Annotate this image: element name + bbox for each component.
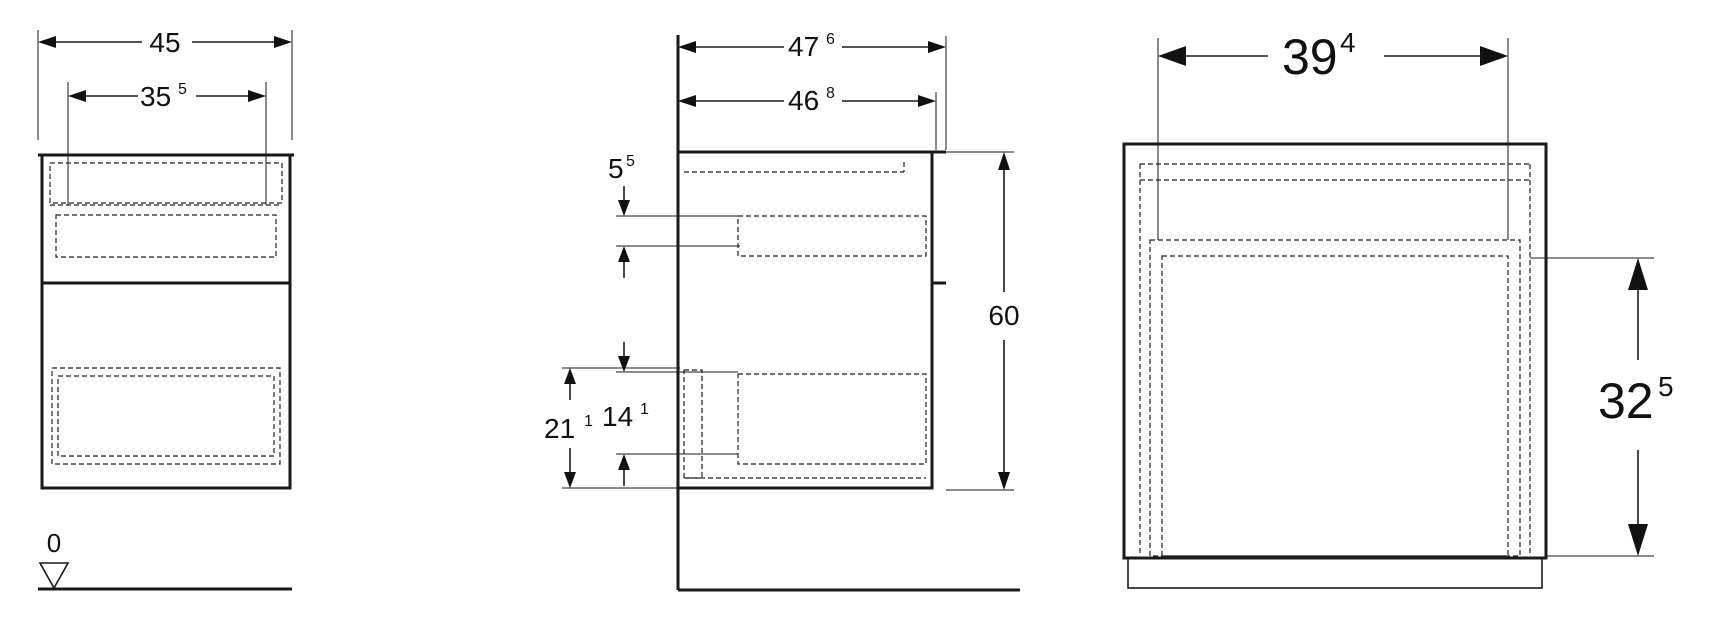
front-upper-inner-dash bbox=[49, 162, 283, 204]
dim-325-arrow-bottom bbox=[1628, 524, 1648, 556]
drawer-front-plinth bbox=[1127, 557, 1543, 589]
dim-55-sup: 5 bbox=[626, 153, 635, 170]
dim-60-arrow-bottom bbox=[998, 472, 1010, 490]
front-lower-inner-dash bbox=[57, 375, 275, 457]
dim-141-label: 14 bbox=[602, 401, 633, 432]
dim-468-label: 46 bbox=[788, 85, 819, 116]
side-lower-back-dash bbox=[683, 369, 703, 479]
front-upper-drawer-dash bbox=[55, 214, 277, 258]
dim-476-arrow-right bbox=[928, 41, 946, 53]
dim-211-label: 21 bbox=[544, 413, 575, 444]
side-view: 47 6 46 8 60 5 5 bbox=[544, 31, 1020, 592]
dim-476-sup: 6 bbox=[826, 31, 835, 48]
dim-45-label: 45 bbox=[149, 27, 180, 58]
dim-394-sup: 4 bbox=[1340, 27, 1356, 58]
dim-55-arrow-bottom bbox=[618, 246, 630, 262]
dim-211-arrow-top bbox=[564, 368, 576, 384]
dim-141-arrow-top bbox=[618, 356, 630, 372]
dim-45-arrow-right bbox=[274, 36, 292, 48]
dim-60-label: 60 bbox=[988, 300, 1019, 331]
dim-60-arrow-top bbox=[998, 152, 1010, 170]
side-lower-drawer-dash bbox=[737, 373, 927, 465]
drawer-inner-dash-inner bbox=[1161, 255, 1509, 557]
side-upper-drawer-dash bbox=[737, 215, 927, 257]
dim-211-sup: 1 bbox=[584, 413, 593, 430]
dim-355-label: 35 bbox=[140, 81, 171, 112]
dim-394-arrow-right bbox=[1480, 46, 1508, 66]
drawer-inner-dash-outer bbox=[1149, 239, 1521, 557]
front-lower-drawer-dash bbox=[51, 367, 281, 465]
dim-476-arrow-left bbox=[678, 41, 696, 53]
dim-55-arrow-top bbox=[618, 200, 630, 216]
dim-325-label: 32 bbox=[1598, 373, 1654, 429]
dim-476-label: 47 bbox=[788, 31, 819, 62]
dim-355-arrow-right bbox=[248, 90, 266, 102]
front-view: 45 35 5 0 bbox=[37, 27, 294, 591]
dim-355-arrow-left bbox=[68, 90, 86, 102]
dim-141-sup: 1 bbox=[640, 401, 649, 418]
dim-211-arrow-bottom bbox=[564, 472, 576, 488]
drawer-outer-box bbox=[1122, 142, 1548, 560]
side-cabinet-body bbox=[676, 150, 934, 490]
dim-325-arrow-top bbox=[1628, 258, 1648, 290]
dim-394-label: 39 bbox=[1282, 29, 1338, 85]
floor-level-triangle bbox=[38, 562, 70, 590]
dim-325-sup: 5 bbox=[1658, 371, 1674, 402]
drawer-view: 39 4 32 5 bbox=[1122, 27, 1674, 589]
dim-45-arrow-left bbox=[38, 36, 56, 48]
dim-394-arrow-left bbox=[1158, 46, 1186, 66]
dim-468-arrow-left bbox=[678, 95, 696, 107]
dim-355-sup: 5 bbox=[178, 81, 187, 98]
dim-141-arrow-bottom bbox=[618, 454, 630, 470]
dim-468-arrow-right bbox=[918, 95, 936, 107]
floor-level-label: 0 bbox=[47, 528, 61, 558]
dim-468-sup: 8 bbox=[826, 85, 835, 102]
dim-55-label: 5 bbox=[608, 153, 624, 184]
